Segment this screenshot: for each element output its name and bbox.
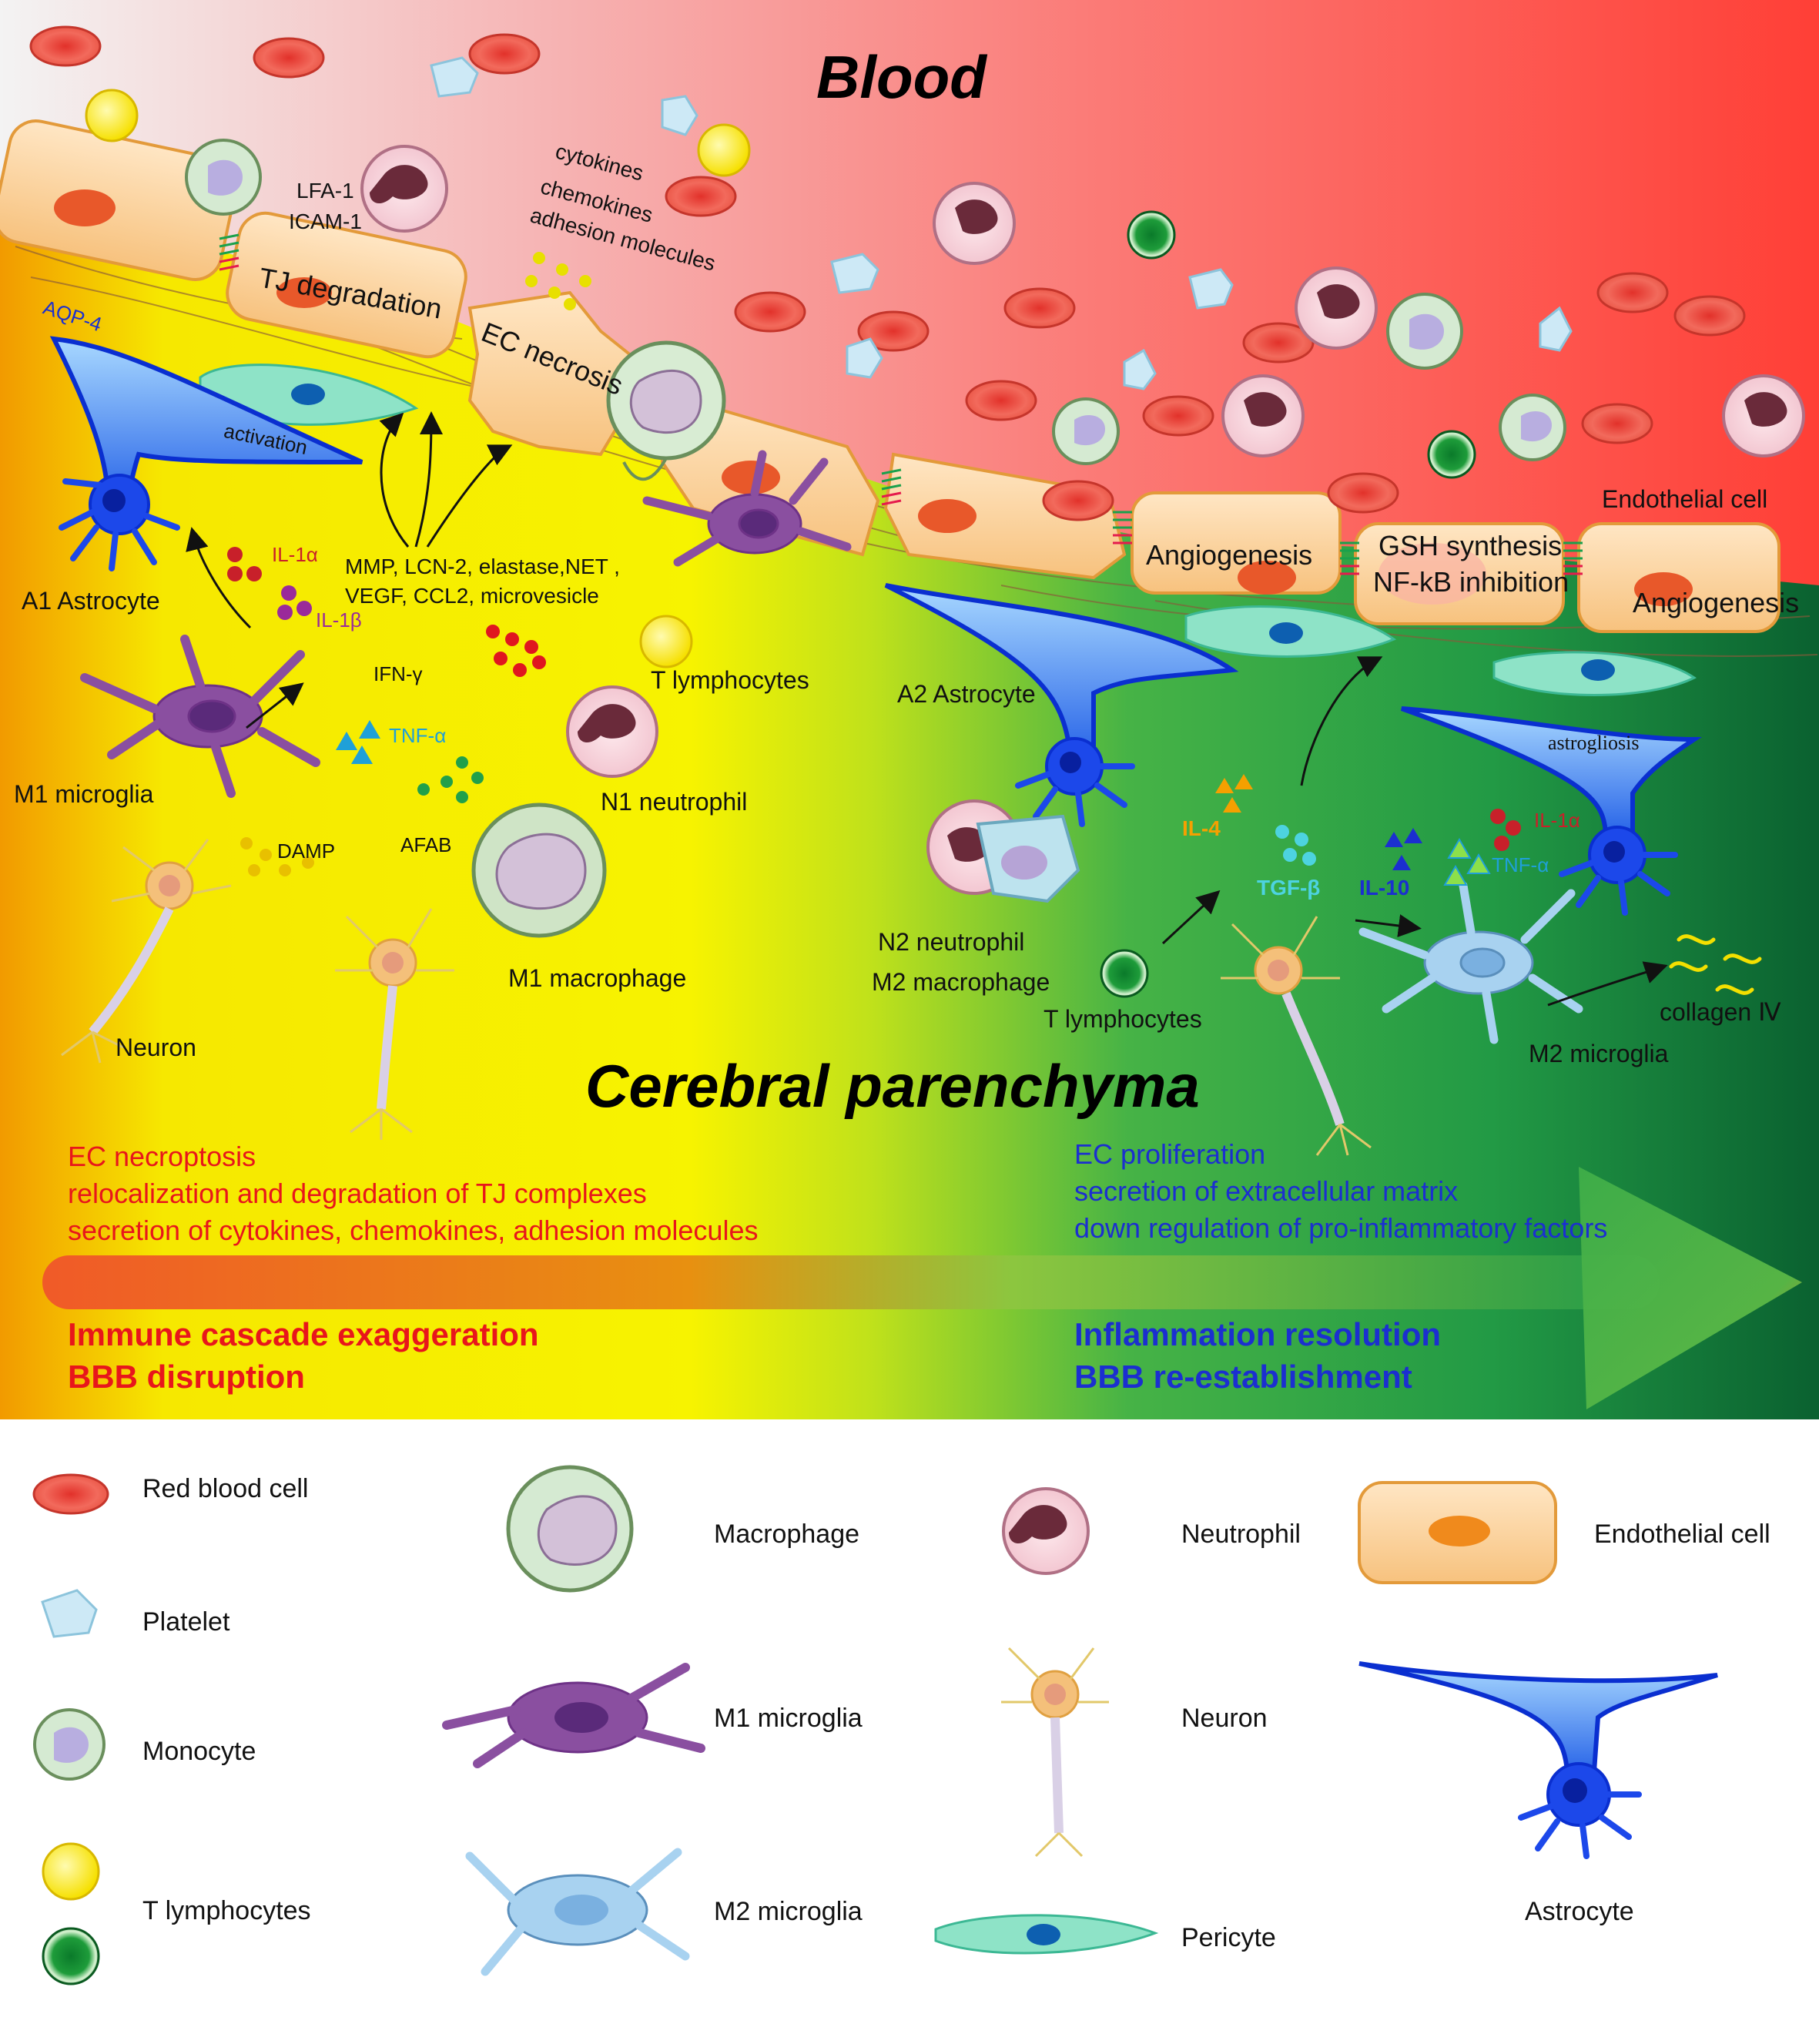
label-m2-macrophage: M2 macrophage [872,968,1050,996]
macrophage-at-ec [606,340,726,481]
legend-m1-microglia: M1 microglia [714,1704,863,1733]
tnf-triangles-left [336,720,380,764]
blood-region [0,0,1819,585]
collagen-fibers [1669,934,1762,995]
legend-endothelial-cell: Endothelial cell [1594,1520,1770,1549]
blood-monocytes [185,139,1566,465]
legend-t-lymphocytes: T lymphocytes [142,1896,311,1925]
legend-astrocyte: Astrocyte [1525,1897,1634,1926]
legend-pericyte: Pericyte [1181,1923,1276,1952]
label-collagen: collagen Ⅳ [1660,998,1781,1026]
legend-red-blood-cell: Red blood cell [142,1474,309,1503]
label-il1a-right: IL-1α [1534,809,1580,832]
m2-microglia-cell [1358,881,1583,1044]
a2-astrocyte [884,583,1239,827]
label-lfa1: LFA-1 [296,179,354,203]
legend-m2-microglia: M2 microglia [714,1897,863,1926]
t-lymphocyte-yellow [639,615,693,668]
label-a2-astrocyte: A2 Astrocyte [897,680,1036,708]
label-ifng: IFN-γ [374,662,423,685]
a1-astrocyte [49,336,363,571]
summary-right-item: secretion of extracellular matrix [1074,1175,1459,1207]
tnf-triangles-right [1443,838,1491,886]
neuron-right [1221,916,1372,1156]
label-n1-neutrophil: N1 neutrophil [601,788,748,816]
label-gsh: GSH synthesis [1378,530,1563,561]
neuron-center [335,908,454,1140]
label-nfkb: NF-kB inhibition [1373,566,1569,598]
region-parenchyma: Cerebral parenchyma [585,1052,1200,1120]
legend-neutrophil: Neutrophil [1181,1520,1301,1549]
label-il1a-left: IL-1α [272,543,318,566]
pericytes [199,364,1697,696]
il10-triangles [1385,828,1422,870]
label-tgfb: TGF-β [1257,876,1321,900]
summary-right-item: down regulation of pro-inflammatory fact… [1074,1212,1608,1244]
label-neuron: Neuron [116,1034,196,1061]
cytokine-dots-top [525,252,591,310]
label-tnfa-left: TNF-α [389,724,447,747]
outcome-right: Inflammation resolution BBB re-establish… [1074,1313,1441,1398]
outcome-left: Immune cascade exaggeration BBB disrupti… [68,1313,539,1398]
blood-t-lymphocytes [85,89,1476,479]
label-angiogenesis-2: Angiogenesis [1633,587,1800,618]
label-damp: DAMP [277,839,336,863]
label-m1-microglia: M1 microglia [14,780,154,808]
legend-monocyte: Monocyte [142,1737,256,1766]
label-il4: IL-4 [1182,816,1221,840]
label-il1b: IL-1β [316,608,362,632]
label-endothelial-cell: Endothelial cell [1602,485,1768,513]
region-blood: Blood [816,43,987,111]
cytokine-dots-left [227,547,546,876]
summary-right-item: EC proliferation [1074,1138,1266,1170]
il4-triangles [1215,774,1253,813]
outcome-right-line: BBB re-establishment [1074,1359,1412,1395]
blood-neutrophils [360,145,1805,457]
outcome-right-line: Inflammation resolution [1074,1316,1442,1352]
label-mmp-line2: VEGF, CCL2, microvesicle [345,584,599,608]
t-lymphocyte-green [1100,949,1149,998]
summary-left-item: relocalization and degradation of TJ com… [68,1178,647,1209]
m1-microglia-cell-2 [642,450,852,567]
label-a1-astrocyte: A1 Astrocyte [22,587,160,615]
tgfb-dots [1275,825,1316,866]
neuron-left [61,839,232,1064]
blood-red-cells [29,25,1746,521]
interaction-arrows [186,411,1668,1007]
legend-platelet: Platelet [142,1607,230,1637]
n1-neutrophil-cell [566,685,658,778]
label-il10: IL-10 [1359,876,1410,900]
legend-macrophage: Macrophage [714,1520,860,1549]
legend [32,1465,1718,1985]
il1a-dots-right [1490,809,1521,851]
label-m2-microglia: M2 microglia [1529,1040,1669,1067]
label-mmp-line1: MMP, LCN-2, elastase,NET , [345,555,620,578]
blood-platelets [430,56,1573,390]
summary-left: EC necroptosis relocalization and degrad… [68,1138,758,1249]
m1-microglia-cell [80,635,320,798]
gliosis-astrocyte [1400,706,1702,916]
label-m1-macrophage: M1 macrophage [508,964,687,992]
label-icam1: ICAM-1 [289,209,362,233]
label-t-lymph-left: T lymphocytes [651,666,809,694]
m2-macrophage-cell [976,814,1080,903]
label-afab: AFAB [400,833,452,856]
label-astrogliosis: astrogliosis [1548,732,1640,754]
outcome-left-line: Immune cascade exaggeration [68,1316,539,1352]
legend-neuron: Neuron [1181,1704,1268,1733]
summary-left-item: EC necroptosis [68,1141,256,1172]
summary-left-item: secretion of cytokines, chemokines, adhe… [68,1215,759,1246]
label-tnfa-right: TNF-α [1492,853,1549,876]
summary-right: EC proliferation secretion of extracellu… [1074,1136,1607,1247]
progress-arrow [42,1167,1802,1409]
label-t-lymph-right: T lymphocytes [1043,1005,1202,1033]
label-angiogenesis-1: Angiogenesis [1146,539,1313,571]
label-n2-neutrophil: N2 neutrophil [878,928,1025,956]
endothelial-layer [0,119,1780,633]
m1-macrophage-cell [471,803,607,938]
outcome-left-line: BBB disruption [68,1359,305,1395]
